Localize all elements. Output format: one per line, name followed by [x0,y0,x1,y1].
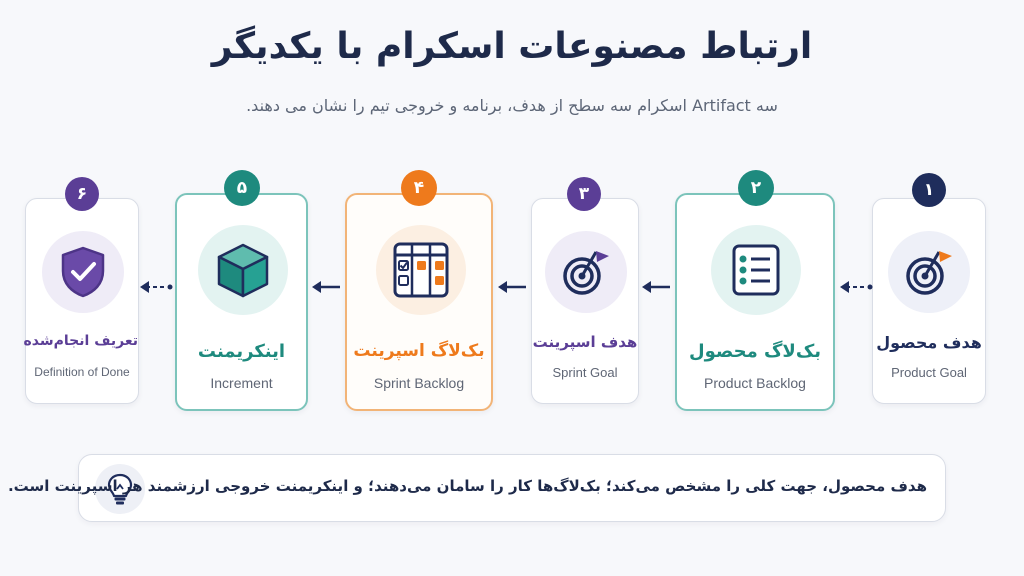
artifact-title-fa: هدف محصول [876,333,982,352]
artifact-title-en: Definition of Done [34,365,130,379]
artifact-title-en: Product Backlog [704,375,806,391]
lightbulb-icon [95,464,145,514]
target-flag-icon [888,231,970,313]
step-badge-1: ۱ [912,173,946,207]
artifact-card-definition-of-done: تعریف انجام‌شده Definition of Done [23,198,139,404]
step-badge-2: ۲ [738,170,774,206]
artifact-title-fa: هدف اسپرینت [532,333,638,351]
summary-text: هدف محصول، جهت کلی را مشخص می‌کند؛ بک‌لا… [7,477,927,495]
arrow-left-icon [312,281,340,293]
step-badge-4: ۴ [401,170,437,206]
artifact-title-fa: اینکریمنت [197,341,286,362]
artifact-title-en: Sprint Backlog [373,375,465,391]
artifact-card-increment: اینکریمنت Increment [175,193,308,411]
page-subtitle: سه Artifact اسکرام سه سطح از هدف، برنامه… [246,96,778,115]
summary-note: هدف محصول، جهت کلی را مشخص می‌کند؛ بک‌لا… [8,454,946,522]
artifact-title-fa: بک‌لاگ اسپرینت [353,341,485,361]
artifact-card-sprint-goal: هدف اسپرینت Sprint Goal [531,198,639,404]
arrow-left-icon [498,281,526,293]
artifact-title-en: Product Goal [891,365,967,380]
cube-icon [198,225,288,315]
arrow-left-icon [642,281,670,293]
step-badge-3: ۳ [567,177,601,211]
artifact-card-product-backlog: بک‌لاگ محصول Product Backlog [675,193,835,411]
step-badge-5: ۵ [224,170,260,206]
shield-check-icon [42,231,124,313]
arrow-left-icon [140,281,173,293]
artifact-title-en: Sprint Goal [552,365,618,380]
task-board-icon [376,225,466,315]
checklist-icon [711,225,801,315]
artifact-title-fa: بک‌لاگ محصول [688,341,822,362]
arrow-left-icon [840,281,873,293]
artifact-title-fa: تعریف انجام‌شده [23,333,138,349]
page-title: ارتباط مصنوعات اسکرام با یکدیگر [211,26,813,67]
target-flag-icon [545,231,627,313]
artifact-card-sprint-backlog: بک‌لاگ اسپرینت Sprint Backlog [345,193,493,411]
step-badge-6: ۶ [65,177,99,211]
artifact-card-product-goal: هدف محصول Product Goal [872,198,986,404]
artifact-title-en: Increment [210,375,273,391]
